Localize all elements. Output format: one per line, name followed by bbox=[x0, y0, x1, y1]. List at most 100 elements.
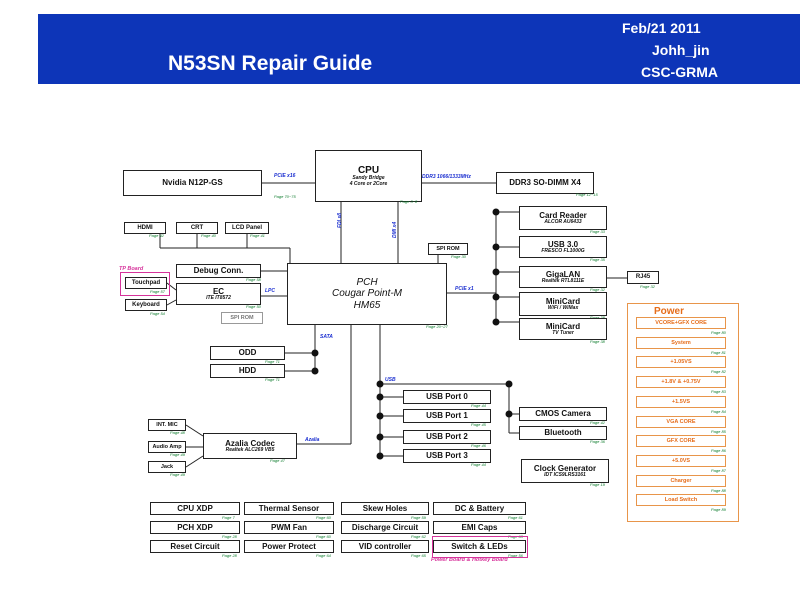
bus-azalia: Azalia bbox=[305, 437, 320, 443]
bottom-block-page: Page 62 bbox=[411, 534, 426, 539]
power-panel bbox=[627, 303, 739, 522]
hdd-block[interactable]: HDD bbox=[210, 364, 285, 378]
power-item-page: Page 81 bbox=[711, 350, 726, 355]
power-item-page: Page 89 bbox=[711, 507, 726, 512]
bottom-block[interactable]: CPU XDP bbox=[150, 502, 240, 515]
nvidia-page: Page 70~75 bbox=[274, 194, 296, 199]
power-item[interactable]: +1.05VS bbox=[636, 356, 726, 368]
ddr3-block[interactable]: DDR3 SO-DIMM X4 bbox=[496, 172, 594, 194]
lcd-block[interactable]: LCD Panel bbox=[225, 222, 269, 234]
spi-rom-page: Page 30 bbox=[451, 254, 466, 259]
bottom-block[interactable]: PWM Fan bbox=[244, 521, 334, 534]
usb-port3-block[interactable]: USB Port 3 bbox=[403, 449, 491, 463]
bottom-block[interactable]: Skew Holes bbox=[341, 502, 429, 515]
power-item-label: +1.05VS bbox=[670, 359, 692, 365]
power-item[interactable]: Charger bbox=[636, 475, 726, 487]
power-item[interactable]: VGA CORE bbox=[636, 416, 726, 428]
bottom-block[interactable]: Power Protect bbox=[244, 540, 334, 553]
touchpad-block[interactable]: Touchpad bbox=[125, 277, 167, 289]
tp-board-outline bbox=[120, 272, 170, 296]
power-item[interactable]: +1.8V & +0.75V bbox=[636, 376, 726, 388]
bus-sata: SATA bbox=[320, 334, 333, 340]
jack-page: Page 49 bbox=[170, 472, 185, 477]
bottom-block-label: Thermal Sensor bbox=[258, 503, 320, 513]
power-item[interactable]: System bbox=[636, 337, 726, 349]
ec-sub: ITE IT8572 bbox=[206, 294, 231, 301]
power-item[interactable]: +1.5VS bbox=[636, 396, 726, 408]
usb-port2-page: Page 46 bbox=[471, 443, 486, 448]
minicard-tv-label: MiniCard bbox=[545, 321, 581, 331]
pch-label: PCH bbox=[356, 276, 378, 288]
ec-block[interactable]: EC ITE IT8572 bbox=[176, 283, 261, 305]
jack-label: Jack bbox=[160, 463, 174, 470]
clock-generator-block[interactable]: Clock Generator IDT ICS9LRS3161 bbox=[521, 459, 609, 483]
debug-block[interactable]: Debug Conn. bbox=[176, 264, 261, 278]
power-item[interactable]: +5.0VS bbox=[636, 455, 726, 467]
power-item-page: Page 88 bbox=[711, 488, 726, 493]
int-mic-block[interactable]: INT. MIC bbox=[148, 419, 186, 431]
usb-port3-page: Page 44 bbox=[471, 462, 486, 467]
power-item-label: VGA CORE bbox=[666, 419, 696, 425]
crt-block[interactable]: CRT bbox=[176, 222, 218, 234]
ec-page: Page 50 bbox=[246, 304, 261, 309]
ddr3-page: Page 12~15 bbox=[576, 192, 598, 197]
bottom-block-page: Page 60 bbox=[316, 515, 331, 520]
bottom-block[interactable]: DC & Battery bbox=[433, 502, 526, 515]
usb-port2-label: USB Port 2 bbox=[426, 432, 468, 442]
minicard-wifi-label: MiniCard bbox=[545, 296, 581, 306]
bottom-block[interactable]: PCH XDP bbox=[150, 521, 240, 534]
usb-port0-block[interactable]: USB Port 0 bbox=[403, 390, 491, 404]
power-item[interactable]: Load Switch bbox=[636, 494, 726, 506]
usb-port1-block[interactable]: USB Port 1 bbox=[403, 409, 491, 423]
spi-rom-label: SPI ROM bbox=[436, 245, 460, 252]
cmos-camera-page: Page 42 bbox=[590, 420, 605, 425]
power-item-label: +1.5VS bbox=[671, 399, 691, 405]
card-reader-page: Page 33 bbox=[590, 229, 605, 234]
power-item[interactable]: GFX CORE bbox=[636, 435, 726, 447]
usb-port0-label: USB Port 0 bbox=[426, 392, 468, 402]
audio-amp-block[interactable]: Audio Amp bbox=[148, 441, 186, 453]
bottom-block[interactable]: VID controller bbox=[341, 540, 429, 553]
keyboard-block[interactable]: Keyboard bbox=[125, 299, 167, 311]
usb-port2-block[interactable]: USB Port 2 bbox=[403, 430, 491, 444]
header-dept: CSC-GRMA bbox=[641, 64, 718, 80]
minicard-wifi-block[interactable]: MiniCard WiFi / WiMax bbox=[519, 292, 607, 316]
bottom-block-page: Page 65 bbox=[411, 553, 426, 558]
gigalan-sub: Realtek RTL8111E bbox=[541, 277, 585, 284]
usb-port3-label: USB Port 3 bbox=[426, 451, 468, 461]
minicard-tv-block[interactable]: MiniCard TV Tuner bbox=[519, 318, 607, 340]
debug-label: Debug Conn. bbox=[193, 266, 244, 276]
cmos-camera-block[interactable]: CMOS Camera bbox=[519, 407, 607, 421]
bottom-block[interactable]: EMI Caps bbox=[433, 521, 526, 534]
ddr3-label: DDR3 SO-DIMM X4 bbox=[509, 178, 581, 188]
cpu-block[interactable]: CPU Sandy Bridge 4 Core or 2Core bbox=[315, 150, 422, 202]
power-item[interactable]: VCORE+GFX CORE bbox=[636, 317, 726, 329]
bottom-block[interactable]: Thermal Sensor bbox=[244, 502, 334, 515]
tp-board-label: TP Board bbox=[119, 266, 144, 272]
bluetooth-block[interactable]: Bluetooth bbox=[519, 426, 607, 440]
gigalan-block[interactable]: GigaLAN Realtek RTL8111E bbox=[519, 266, 607, 288]
azalia-codec-page: Page 47 bbox=[270, 458, 285, 463]
pch-block[interactable]: PCH Cougar Point-M HM65 bbox=[287, 263, 447, 325]
card-reader-block[interactable]: Card Reader ALCOR AU6433 bbox=[519, 206, 607, 230]
lcd-page: Page 41 bbox=[250, 233, 265, 238]
spi-rom-block[interactable]: SPI ROM bbox=[428, 243, 468, 255]
bottom-block[interactable]: Discharge Circuit bbox=[341, 521, 429, 534]
minicard-tv-sub: TV Tuner bbox=[552, 329, 574, 336]
bottom-block[interactable]: Reset Circuit bbox=[150, 540, 240, 553]
usb3-block[interactable]: USB 3.0 FRESCO FL1000G bbox=[519, 236, 607, 258]
nvidia-block[interactable]: Nvidia N12P-GS bbox=[123, 170, 262, 196]
rj45-block[interactable]: RJ45 bbox=[627, 271, 659, 284]
jack-block[interactable]: Jack bbox=[148, 461, 186, 473]
azalia-codec-block[interactable]: Azalia Codec Realtek ALC269 VB5 bbox=[203, 433, 297, 459]
hdmi-block[interactable]: HDMI bbox=[124, 222, 166, 234]
spi-rom-ec-block[interactable]: SPI ROM bbox=[221, 312, 263, 324]
bottom-block-label: CPU XDP bbox=[177, 503, 213, 513]
bottom-block[interactable]: Switch & LEDs bbox=[433, 540, 526, 553]
usb3-label: USB 3.0 bbox=[547, 239, 579, 249]
pch-sub1: Cougar Point-M bbox=[331, 288, 403, 300]
power-board-label: Power Board & Hotkey Board bbox=[431, 557, 508, 563]
odd-block[interactable]: ODD bbox=[210, 346, 285, 360]
bottom-block-label: VID controller bbox=[358, 541, 412, 551]
